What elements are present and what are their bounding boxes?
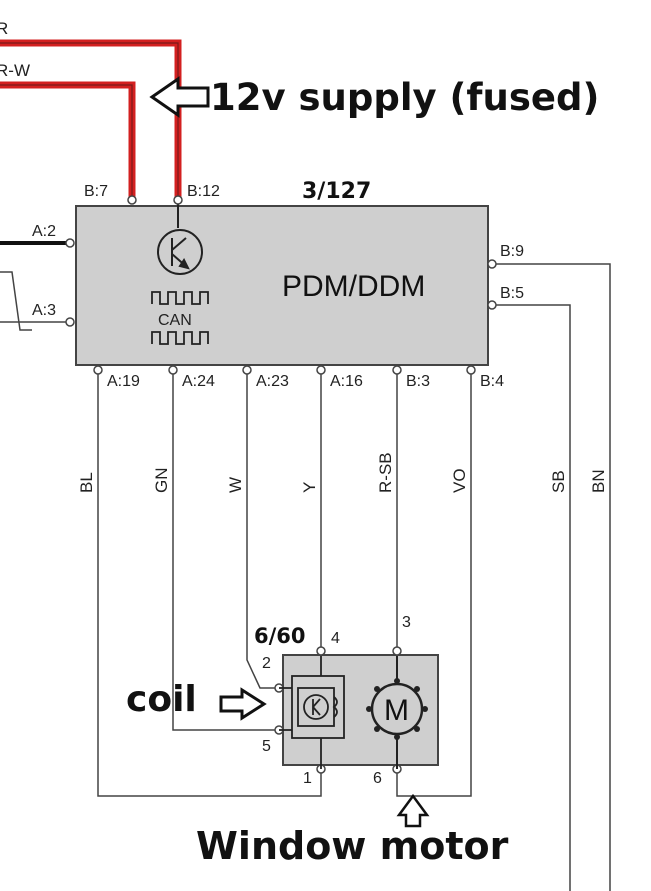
wire-color-sb: SB — [549, 470, 568, 493]
motor-pin-label-3: 3 — [402, 614, 411, 631]
pin-a19 — [93, 365, 103, 375]
supply-annotation: 12v supply (fused) — [210, 76, 599, 119]
wire-color-vo: VO — [450, 468, 469, 493]
can-label: CAN — [158, 312, 192, 329]
pdm-name: PDM/DDM — [282, 270, 425, 303]
pin-label-b7: B:7 — [84, 183, 108, 200]
pin-b7 — [127, 195, 137, 205]
pin-b5 — [487, 300, 497, 310]
transistor-icon — [157, 198, 203, 275]
pin-label-b5: B:5 — [500, 285, 524, 302]
arrow-left-icon — [149, 76, 210, 118]
pin-label-b4: B:4 — [480, 373, 504, 390]
pin-label-a23: A:23 — [256, 373, 289, 390]
pin-a16 — [316, 365, 326, 375]
pin-label-b9: B:9 — [500, 243, 524, 260]
coil-annotation: coil — [126, 679, 197, 720]
pin-label-b12: B:12 — [187, 183, 220, 200]
pin-b3 — [392, 365, 402, 375]
motor-pin-label-4: 4 — [331, 630, 340, 647]
pin-label-a19: A:19 — [107, 373, 140, 390]
red-supply-wires — [0, 39, 182, 198]
pin-label-a24: A:24 — [182, 373, 215, 390]
can-signal-icon — [151, 291, 209, 345]
pin-label-b3: B:3 — [406, 373, 430, 390]
pin-label-a16: A:16 — [330, 373, 363, 390]
wire-label-r: R — [0, 19, 8, 38]
motor-pin-label-6: 6 — [373, 770, 382, 787]
wire-color-bl: BL — [77, 472, 96, 493]
window-motor-annotation: Window motor — [196, 824, 509, 868]
motor-pin-label-1: 1 — [303, 770, 312, 787]
arrow-right-icon — [219, 687, 267, 721]
bottom-pins — [93, 365, 476, 375]
pdm-id: 3/127 — [302, 179, 371, 204]
pin-a2 — [65, 238, 75, 248]
relay-coil-icon — [279, 656, 345, 769]
pin-label-a3: A:3 — [32, 302, 56, 319]
pin-a23 — [242, 365, 252, 375]
wire-color-bn: BN — [589, 469, 608, 493]
wire-color-r-sb: R-SB — [376, 452, 395, 493]
pin-label-a2: A:2 — [32, 223, 56, 240]
motor-unit-id: 6/60 — [254, 624, 306, 648]
arrow-up-icon — [396, 793, 430, 828]
pin-a24 — [168, 365, 178, 375]
pin-b4 — [466, 365, 476, 375]
motor-pin-label-2: 2 — [262, 655, 271, 672]
bottom-wires — [97, 370, 472, 797]
wire-color-y: Y — [300, 482, 319, 493]
pin-b9 — [487, 259, 497, 269]
right-wires — [492, 263, 611, 891]
wire-color-w: W — [226, 477, 245, 493]
pin-b12 — [173, 195, 183, 205]
motor-letter: M — [384, 694, 409, 727]
wire-label-r-w: R-W — [0, 61, 30, 80]
motor-pin-4 — [316, 646, 326, 656]
left-wires — [0, 241, 70, 331]
motor-pin-label-5: 5 — [262, 738, 271, 755]
wire-color-gn: GN — [152, 468, 171, 494]
motor-pin-3 — [392, 646, 402, 656]
motor-icon — [366, 656, 428, 769]
pdm-ddm-module — [75, 205, 489, 366]
pin-a3 — [65, 317, 75, 327]
